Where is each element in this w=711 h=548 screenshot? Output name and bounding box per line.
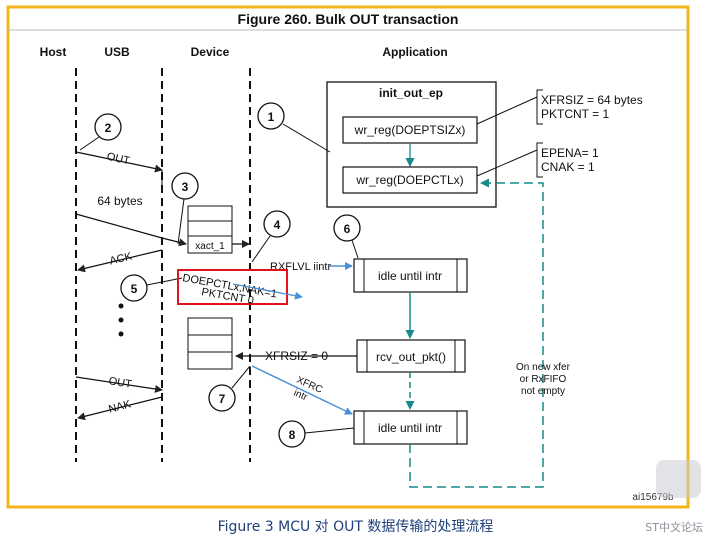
loop-note-3: not empty xyxy=(521,386,565,397)
step-5-label: 5 xyxy=(131,282,138,296)
fifo2-slot-1 xyxy=(187,317,233,336)
highlight-box xyxy=(177,269,288,305)
column-usb: USB xyxy=(104,45,130,59)
ack-label: ACK xyxy=(108,250,133,267)
rcv-out-pkt-label: rcv_out_pkt() xyxy=(376,350,446,364)
step-6-marker xyxy=(333,214,361,242)
nak-label: NAK xyxy=(107,398,133,416)
epena-bracket xyxy=(536,142,543,178)
idle-box-2 xyxy=(353,410,468,445)
loop-note-1: On new xfer xyxy=(516,362,571,373)
fifo-slot-1 xyxy=(187,205,233,222)
step-3-leader xyxy=(177,198,185,245)
step-4-marker xyxy=(263,210,291,238)
xfrsiz-zero-label: XFRSIZ = 0 xyxy=(265,349,328,363)
ellipsis-dot-3 xyxy=(118,331,124,337)
step-4-leader xyxy=(251,235,271,263)
data-64-bytes-label: 64 bytes xyxy=(97,194,142,208)
xact-label: xact_1 xyxy=(195,241,225,252)
fifo2-slot-2 xyxy=(187,334,233,353)
step-6-label: 6 xyxy=(344,222,351,236)
ellipsis-dot-1 xyxy=(118,303,124,309)
blue-diagonal-arrow xyxy=(232,283,303,300)
step-7-label: 7 xyxy=(219,392,226,406)
figure-caption: Figure 3 MCU 对 OUT 数据传输的处理流程 xyxy=(217,519,494,535)
idle-box-1-label: idle until intr xyxy=(378,269,442,283)
step-2-leader xyxy=(79,136,100,151)
wr-reg-doepctl-label: wr_reg(DOEPCTLx) xyxy=(355,173,463,187)
fifo2-slot-3 xyxy=(187,351,233,370)
step-1-leader xyxy=(282,123,331,153)
step-2-marker xyxy=(94,113,122,141)
rcv-out-pkt-box xyxy=(356,339,466,373)
out-token-2-arrow xyxy=(75,376,163,393)
figure-code: ai15679b xyxy=(632,492,674,503)
ack-arrow xyxy=(77,249,163,273)
column-device: Device xyxy=(191,45,230,59)
xfrc-intr-label: intr xyxy=(292,388,310,404)
figure-title: Figure 260. Bulk OUT transaction xyxy=(238,11,459,27)
watermark-text: ST中文论坛 xyxy=(645,521,703,534)
step-3-marker xyxy=(171,172,199,200)
out-token-arrow xyxy=(75,151,163,173)
column-host: Host xyxy=(40,45,67,59)
idle-box-1 xyxy=(353,258,468,293)
step-1-marker xyxy=(257,102,285,130)
note-cnak: CNAK = 1 xyxy=(541,160,595,174)
step-8-label: 8 xyxy=(289,428,296,442)
loop-note-2: or RxFIFO xyxy=(520,374,567,385)
note-pktcnt: PKTCNT = 1 xyxy=(541,107,609,121)
loop-back-path xyxy=(409,178,544,488)
step-5-marker xyxy=(120,274,148,302)
step-6-leader xyxy=(351,239,359,259)
ellipsis-dot-2 xyxy=(118,317,124,323)
fifo-slot-2 xyxy=(187,220,233,237)
xfrsiz-bracket xyxy=(536,89,543,125)
step-4-label: 4 xyxy=(274,218,281,232)
wr-reg-doepctl-box xyxy=(342,166,478,194)
step-5-leader xyxy=(146,277,183,286)
step-8-leader xyxy=(304,427,355,434)
note-xfrsiz: XFRSIZ = 64 bytes xyxy=(541,93,643,107)
rxflvl-label: RXFLVL iintr xyxy=(270,261,331,273)
step-3-label: 3 xyxy=(182,180,189,194)
epena-pointer xyxy=(476,149,538,177)
step-7-leader xyxy=(231,365,251,389)
note-epena: EPENA= 1 xyxy=(541,146,599,160)
column-application: Application xyxy=(382,45,447,59)
data-packet-arrow-2 xyxy=(161,237,187,247)
step-1-label: 1 xyxy=(268,110,275,124)
step-7-marker xyxy=(208,384,236,412)
wr-reg-doeptsiz-box xyxy=(342,116,478,144)
xfrsiz-pointer xyxy=(476,96,538,125)
wr-reg-doeptsiz-label: wr_reg(DOEPTSIZx) xyxy=(354,123,466,137)
init-out-ep-title: init_out_ep xyxy=(379,86,443,100)
data-packet-arrow xyxy=(75,213,163,239)
out-token-2-label: OUT xyxy=(108,375,133,391)
nak-arrow xyxy=(77,396,163,421)
step-2-label: 2 xyxy=(105,121,112,135)
watermark-logo-icon xyxy=(656,460,701,498)
out-token-label: OUT xyxy=(106,151,131,168)
xfrc-arrow xyxy=(251,365,353,415)
idle-box-2-label: idle until intr xyxy=(378,421,442,435)
step-8-marker xyxy=(278,420,306,448)
